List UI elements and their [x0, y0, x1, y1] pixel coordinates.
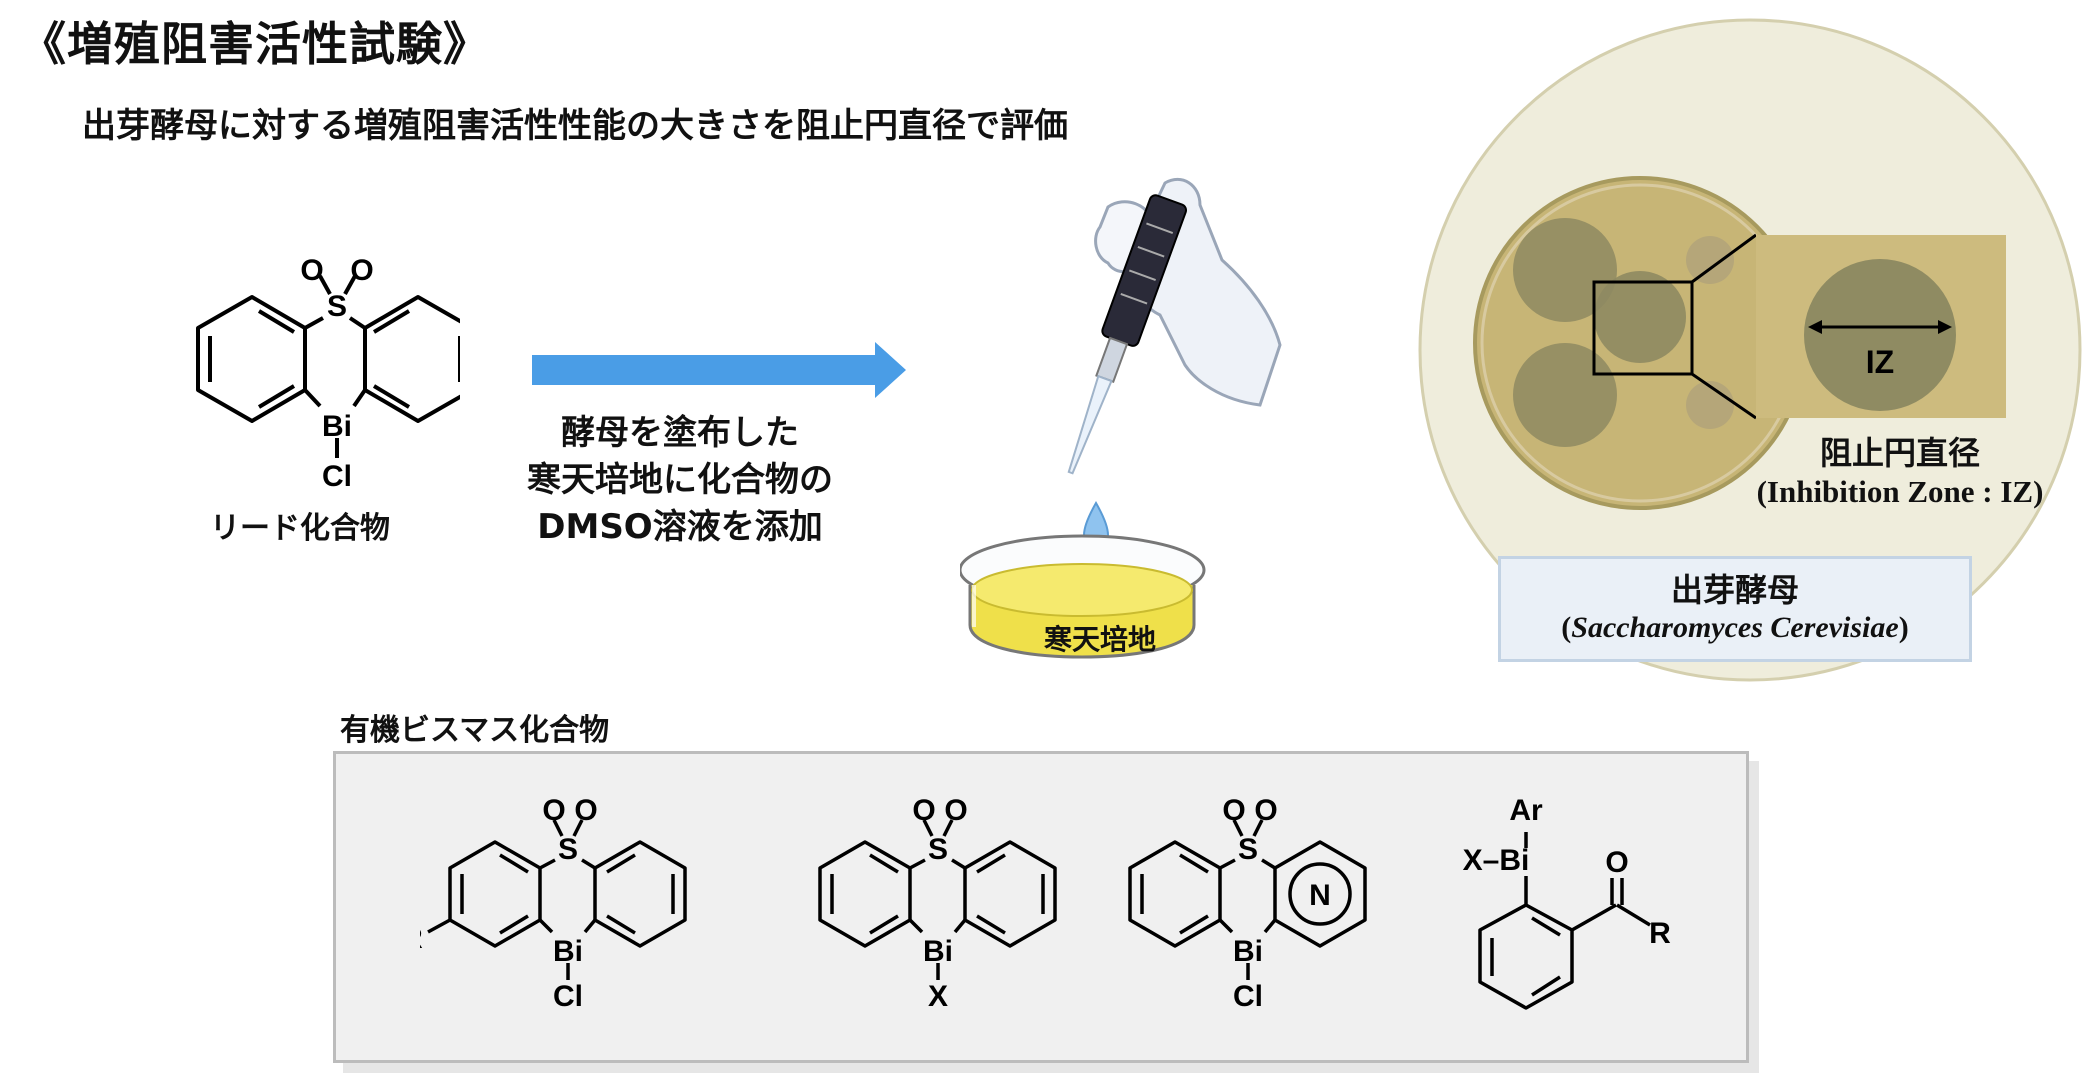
- atom-o: O: [1605, 846, 1628, 879]
- organism-latin-name: Saccharomyces Cerevisiae: [1571, 611, 1899, 644]
- atom-o: O: [574, 794, 597, 827]
- iz-caption-en: (Inhibition Zone : IZ): [1756, 474, 2044, 509]
- process-arrow: [532, 342, 906, 398]
- atom-o: O: [300, 254, 323, 287]
- organism-en: (Saccharomyces Cerevisiae): [1501, 611, 1969, 645]
- organism-label: 出芽酵母 (Saccharomyces Cerevisiae): [1498, 556, 1972, 662]
- atom-x-bi: X–Bi: [1463, 844, 1530, 877]
- atom-cl: Cl: [1233, 980, 1263, 1013]
- pipette-illustration: [960, 177, 1282, 659]
- atom-cl: Cl: [322, 460, 352, 493]
- agar-label: 寒天培地: [1043, 623, 1156, 656]
- atom-s: S: [1238, 833, 1258, 866]
- atom-o: O: [1222, 794, 1245, 827]
- atom-ar: Ar: [1509, 794, 1543, 827]
- process-line: DMSO溶液を添加: [537, 507, 823, 547]
- atom-o: O: [1254, 794, 1277, 827]
- compound-structures: O O S Bi Cl R O O S Bi X O O S Bi Cl N A…: [420, 794, 1671, 1013]
- atom-bi: Bi: [322, 410, 352, 443]
- lead-compound-structure: O O S Bi Cl: [196, 254, 460, 493]
- page-subtitle: 出芽酵母に対する増殖阻害活性性能の大きさを阻止円直径で評価: [82, 106, 1068, 146]
- atom-s: S: [558, 833, 578, 866]
- atom-n: N: [1309, 879, 1331, 912]
- atom-cl: Cl: [553, 980, 583, 1013]
- process-line: 酵母を塗布した: [561, 413, 799, 453]
- atom-r: R: [1649, 917, 1671, 950]
- atom-bi: Bi: [1233, 935, 1263, 968]
- atom-r: R: [420, 922, 423, 955]
- compound-panel: [333, 751, 1749, 1063]
- atom-o: O: [944, 794, 967, 827]
- atom-o: O: [350, 254, 373, 287]
- organism-jp: 出芽酵母: [1670, 571, 1799, 609]
- atom-x: X: [928, 980, 948, 1013]
- page-title: 《増殖阻害活性試験》: [20, 17, 490, 71]
- atom-s: S: [928, 833, 948, 866]
- compound-panel-label: 有機ビスマス化合物: [340, 713, 610, 748]
- atom-o: O: [542, 794, 565, 827]
- inhibition-plate-figure: IZ: [1418, 18, 2082, 682]
- atom-bi: Bi: [923, 935, 953, 968]
- iz-marker: IZ: [1866, 344, 1894, 380]
- process-description: 酵母を塗布した 寒天培地に化合物の DMSO溶液を添加: [480, 410, 880, 551]
- atom-s: S: [327, 290, 347, 323]
- atom-o: O: [912, 794, 935, 827]
- process-line: 寒天培地に化合物の: [527, 460, 833, 500]
- paren-close: ): [1898, 611, 1909, 644]
- atom-bi: Bi: [553, 935, 583, 968]
- lead-caption: リード化合物: [210, 511, 390, 546]
- paren-open: (: [1561, 611, 1572, 644]
- iz-caption-jp: 阻止円直径: [1819, 434, 1980, 472]
- iz-caption: 阻止円直径 (Inhibition Zone : IZ): [1700, 428, 2091, 510]
